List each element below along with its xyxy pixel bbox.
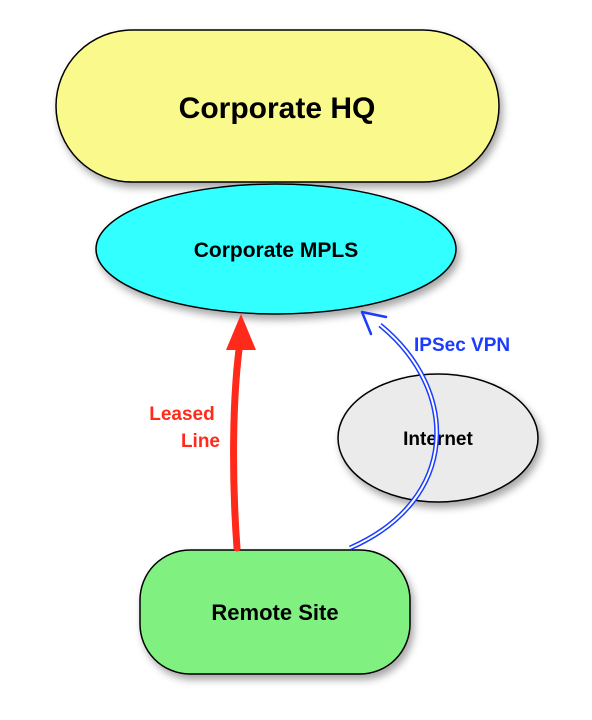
ipsec-vpn-arrow xyxy=(348,310,440,551)
leased-line-arrow xyxy=(226,314,256,552)
corporate-mpls-label: Corporate MPLS xyxy=(194,239,359,262)
leased-line-label-line1: Leased xyxy=(149,404,214,425)
remote-site-node: Remote Site xyxy=(139,549,411,675)
corporate-hq-label: Corporate HQ xyxy=(179,92,376,125)
remote-site-label: Remote Site xyxy=(211,600,338,625)
corporate-mpls-node: Corporate MPLS xyxy=(95,183,457,315)
corporate-hq-node: Corporate HQ xyxy=(55,29,500,183)
leased-line-label: Leased Line xyxy=(149,404,220,452)
ipsec-vpn-label: IPSec VPN xyxy=(414,335,510,356)
leased-line-label-line2: Line xyxy=(181,431,220,452)
